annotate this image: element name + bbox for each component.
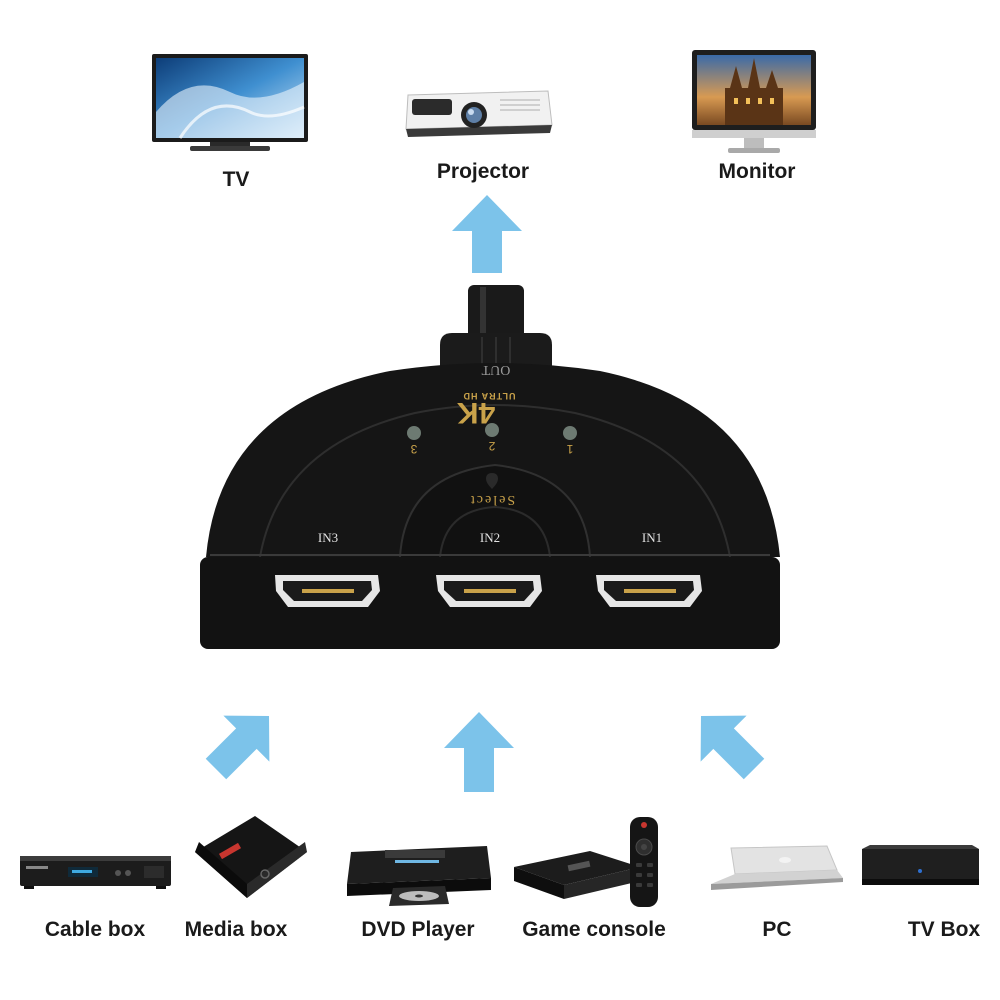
tv-icon <box>152 54 308 151</box>
game-console-device <box>510 815 670 910</box>
input-label-media-box: Media box <box>184 918 288 941</box>
arrow-diagonal-left-icon <box>205 715 270 780</box>
output-label-tv: TV <box>222 168 250 191</box>
output-label-projector: Projector <box>436 160 530 183</box>
input-label-cable-box: Cable box <box>44 918 146 941</box>
led-label-3: 3 <box>410 442 418 456</box>
arrow-up-input-icon <box>444 712 514 792</box>
pc-device <box>705 844 845 894</box>
cable-box-icon <box>20 856 171 889</box>
projector-icon <box>405 90 553 137</box>
port-label-in3: IN3 <box>317 530 339 545</box>
port-label-in2: IN2 <box>479 530 501 545</box>
input-label-dvd-player: DVD Player <box>361 918 475 941</box>
monitor-icon <box>692 50 816 153</box>
dvd-player-icon <box>347 846 491 906</box>
game-console-icon <box>514 817 658 907</box>
tv-device <box>150 52 310 154</box>
laptop-icon <box>711 845 843 890</box>
brand-ultra-hd: ULTRA HD <box>462 391 516 401</box>
tv-box-icon <box>862 845 979 885</box>
media-box-device <box>185 812 310 902</box>
dvd-player-device <box>345 838 493 908</box>
hdmi-switch-body <box>200 285 780 649</box>
port-label-in1: IN1 <box>641 530 663 545</box>
arrow-up-icon <box>452 195 522 273</box>
monitor-device <box>690 48 818 156</box>
tv-box-device <box>858 845 983 890</box>
input-label-tv-box: TV Box <box>907 918 981 941</box>
projector-device <box>400 85 555 140</box>
led-label-2: 2 <box>488 439 496 453</box>
output-label-monitor: Monitor <box>718 160 796 183</box>
arrow-diagonal-right-icon <box>700 715 765 780</box>
input-label-game-console: Game console <box>522 918 666 941</box>
led-label-1: 1 <box>566 442 574 456</box>
select-button-label[interactable]: Select <box>468 492 516 507</box>
out-label: OUT <box>481 362 511 377</box>
input-label-pc: PC <box>762 918 792 941</box>
cable-box-device <box>18 852 173 892</box>
hdmi-switch: OUT 4K ULTRA HD 1 2 3 Select IN1 IN2 IN3 <box>190 285 790 655</box>
media-box-icon <box>195 816 307 898</box>
